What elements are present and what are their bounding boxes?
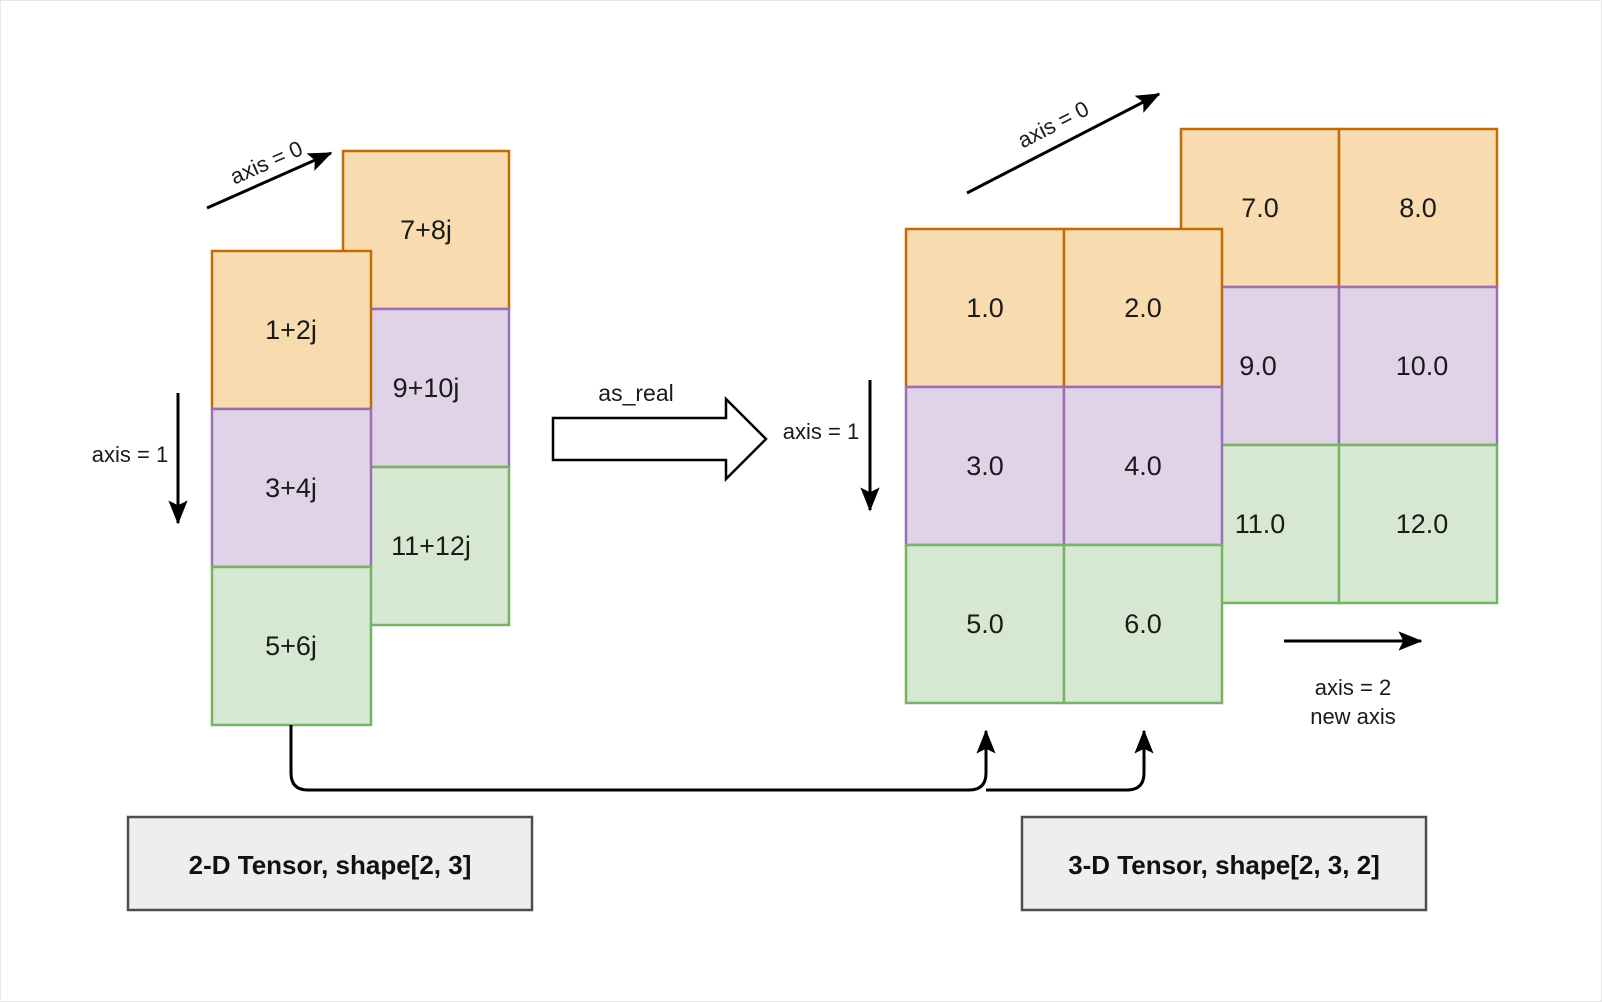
as-real-block-arrow — [551, 395, 768, 483]
left-caption-box-group: 2-D Tensor, shape[2, 3] — [126, 815, 534, 912]
as-real-label: as_real — [598, 380, 673, 406]
left-back-cell-0-label: 7+8j — [400, 215, 452, 245]
left-axis0-arrow-group: axis = 0 — [206, 136, 333, 210]
right-axis2-arrow-group: axis = 2 new axis — [1284, 631, 1423, 729]
left-tensor-back-column: 7+8j 9+10j 11+12j — [341, 149, 511, 627]
split-connector — [289, 725, 1154, 792]
left-axis1-label: axis = 1 — [92, 442, 168, 467]
right-front-cell-r1c1 — [1062, 385, 1224, 547]
left-axis0-arrow — [206, 151, 333, 210]
left-tensor-front-column: 1+2j 3+4j 5+6j — [210, 249, 373, 727]
split-connector-path-right — [986, 729, 1154, 792]
left-front-cell-2 — [210, 565, 373, 727]
right-axis0-arrow-group: axis = 0 — [966, 92, 1161, 195]
right-axis2-sublabel: new axis — [1310, 704, 1396, 729]
left-axis1-arrow-group: axis = 1 — [92, 393, 188, 525]
left-caption-label: 2-D Tensor, shape[2, 3] — [189, 850, 472, 880]
left-back-cell-2-label: 11+12j — [391, 531, 471, 561]
left-caption-box — [126, 815, 534, 912]
left-front-cell-2-label: 5+6j — [265, 631, 317, 661]
right-caption-box — [1020, 815, 1428, 912]
right-caption-label: 3-D Tensor, shape[2, 3, 2] — [1068, 850, 1380, 880]
left-front-cell-1-label: 3+4j — [265, 473, 317, 503]
right-back-cell-r1c1 — [1337, 285, 1499, 447]
right-back-cell-r2c1-label: 12.0 — [1396, 509, 1449, 539]
right-back-cell-r0c1 — [1337, 127, 1499, 289]
right-front-cell-r2c1 — [1062, 543, 1224, 705]
right-tensor-back-slab: 7.0 8.0 9.0 10.0 11.0 12.0 — [1179, 127, 1499, 605]
right-caption-box-group: 3-D Tensor, shape[2, 3, 2] — [1020, 815, 1428, 912]
left-back-cell-1-label: 9+10j — [393, 373, 460, 403]
right-back-cell-r1c0-label: 9.0 — [1239, 351, 1277, 381]
split-connector-path-left — [289, 725, 996, 792]
right-front-cell-r0c0-label: 1.0 — [966, 293, 1004, 323]
right-back-cell-r1c1-label: 10.0 — [1396, 351, 1449, 381]
right-front-cell-r1c1-label: 4.0 — [1124, 451, 1162, 481]
right-axis1-label: axis = 1 — [783, 419, 859, 444]
right-tensor-front-slab: 1.0 2.0 3.0 4.0 5.0 6.0 — [904, 227, 1224, 705]
right-axis2-label: axis = 2 — [1315, 675, 1391, 700]
right-front-cell-r2c0-label: 5.0 — [966, 609, 1004, 639]
right-back-cell-r2c0-label: 11.0 — [1235, 509, 1286, 539]
right-back-cell-r2c1 — [1337, 443, 1499, 605]
right-back-cell-r0c0-label: 7.0 — [1241, 193, 1279, 223]
right-axis0-label: axis = 0 — [1014, 96, 1093, 153]
right-axis0-arrow — [966, 92, 1161, 195]
right-axis1-arrow-group: axis = 1 — [783, 380, 880, 512]
right-front-cell-r0c1-label: 2.0 — [1124, 293, 1162, 323]
right-front-cell-r2c0 — [904, 543, 1066, 705]
right-front-cell-r2c1-label: 6.0 — [1124, 609, 1162, 639]
right-back-cell-r0c1-label: 8.0 — [1399, 193, 1437, 223]
right-front-cell-r1c0-label: 3.0 — [966, 451, 1004, 481]
right-front-cell-r1c0 — [904, 385, 1066, 547]
left-front-cell-0-label: 1+2j — [265, 315, 317, 345]
as-real-operation: as_real — [551, 380, 768, 483]
